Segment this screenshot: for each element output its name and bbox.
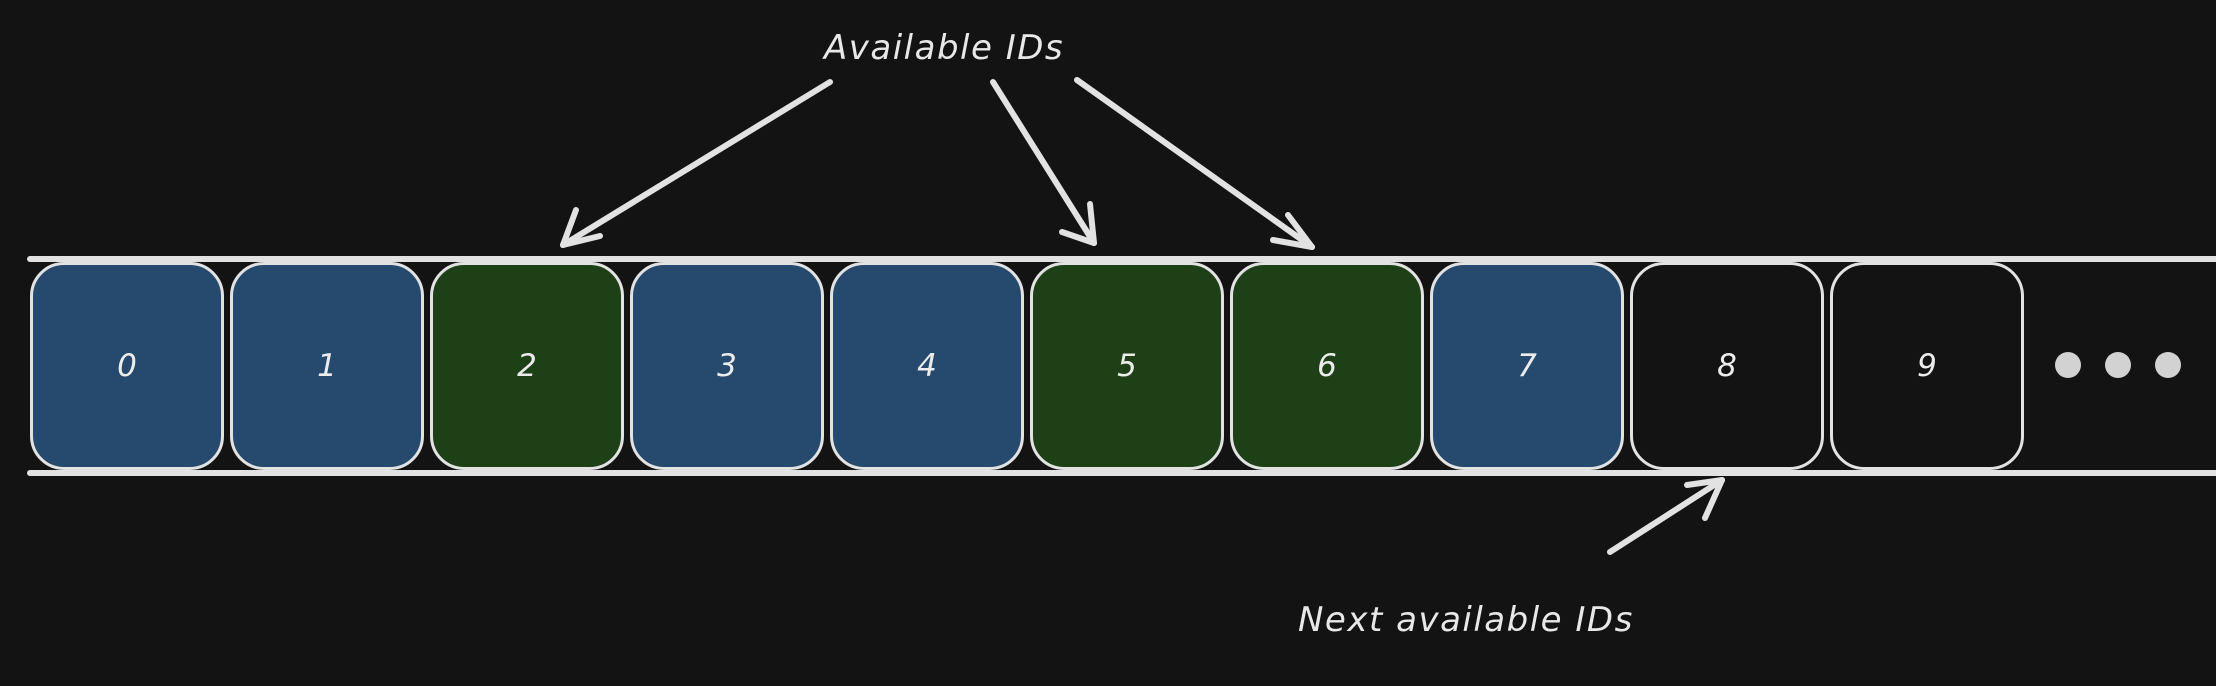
id-slot-label: 6 bbox=[1317, 347, 1337, 384]
id-slot-8[interactable]: 8 bbox=[1630, 262, 1824, 470]
arrow-next-to-8 bbox=[1607, 477, 1725, 555]
id-slot-label: 3 bbox=[717, 347, 737, 384]
id-slot-label: 5 bbox=[1117, 347, 1137, 384]
id-slot-9[interactable]: 9 bbox=[1830, 262, 2024, 470]
id-slot-label: 8 bbox=[1717, 347, 1737, 384]
id-slot-track: 0 1 2 3 4 5 6 7 8 9 bbox=[30, 262, 2024, 470]
id-slot-label: 7 bbox=[1517, 347, 1537, 384]
annotation-available-ids: Available IDs bbox=[824, 28, 1065, 68]
arrow-available-to-2 bbox=[560, 79, 833, 248]
ellipsis-dot bbox=[2155, 352, 2181, 378]
id-slot-label: 2 bbox=[517, 347, 537, 384]
id-slot-6[interactable]: 6 bbox=[1230, 262, 1424, 470]
arrow-available-to-5 bbox=[990, 79, 1097, 246]
track-continuation-ellipsis bbox=[2055, 352, 2181, 378]
id-slot-3[interactable]: 3 bbox=[630, 262, 824, 470]
arrow-available-to-6 bbox=[1074, 77, 1315, 250]
annotation-next-available-ids: Next available IDs bbox=[1298, 600, 1634, 640]
ellipsis-dot bbox=[2055, 352, 2081, 378]
id-slot-label: 0 bbox=[117, 347, 137, 384]
id-slot-label: 1 bbox=[317, 347, 337, 384]
id-slot-2[interactable]: 2 bbox=[430, 262, 624, 470]
id-slot-0[interactable]: 0 bbox=[30, 262, 224, 470]
id-slot-4[interactable]: 4 bbox=[830, 262, 1024, 470]
id-slot-1[interactable]: 1 bbox=[230, 262, 424, 470]
id-slot-5[interactable]: 5 bbox=[1030, 262, 1224, 470]
id-slot-label: 4 bbox=[917, 347, 937, 384]
id-slot-label: 9 bbox=[1917, 347, 1937, 384]
ellipsis-dot bbox=[2105, 352, 2131, 378]
id-slot-7[interactable]: 7 bbox=[1430, 262, 1624, 470]
